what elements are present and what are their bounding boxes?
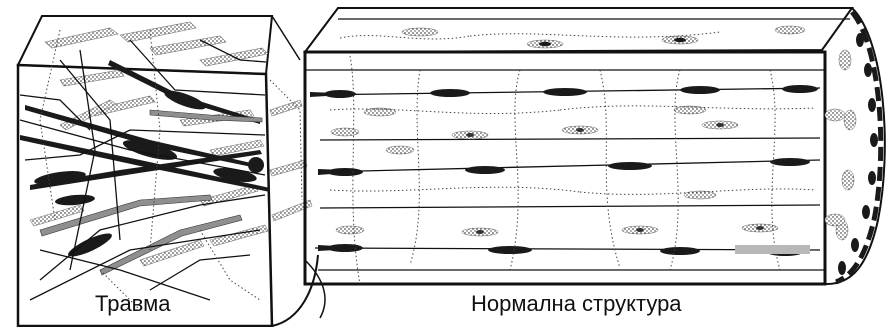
injury-block xyxy=(18,16,318,326)
normal-highlight-bar xyxy=(735,245,810,254)
normal-top-nuclei xyxy=(402,26,805,48)
injury-label: Травма xyxy=(95,293,170,315)
normal-end-speckles xyxy=(836,50,856,240)
normal-structure-label: Нормална структура xyxy=(471,293,682,315)
normal-left-curve xyxy=(305,260,325,318)
normal-speckled-nuclei xyxy=(331,106,845,236)
normal-block-top-face xyxy=(305,8,852,52)
normal-block xyxy=(305,8,885,318)
injury-block-right-edge xyxy=(272,16,300,60)
